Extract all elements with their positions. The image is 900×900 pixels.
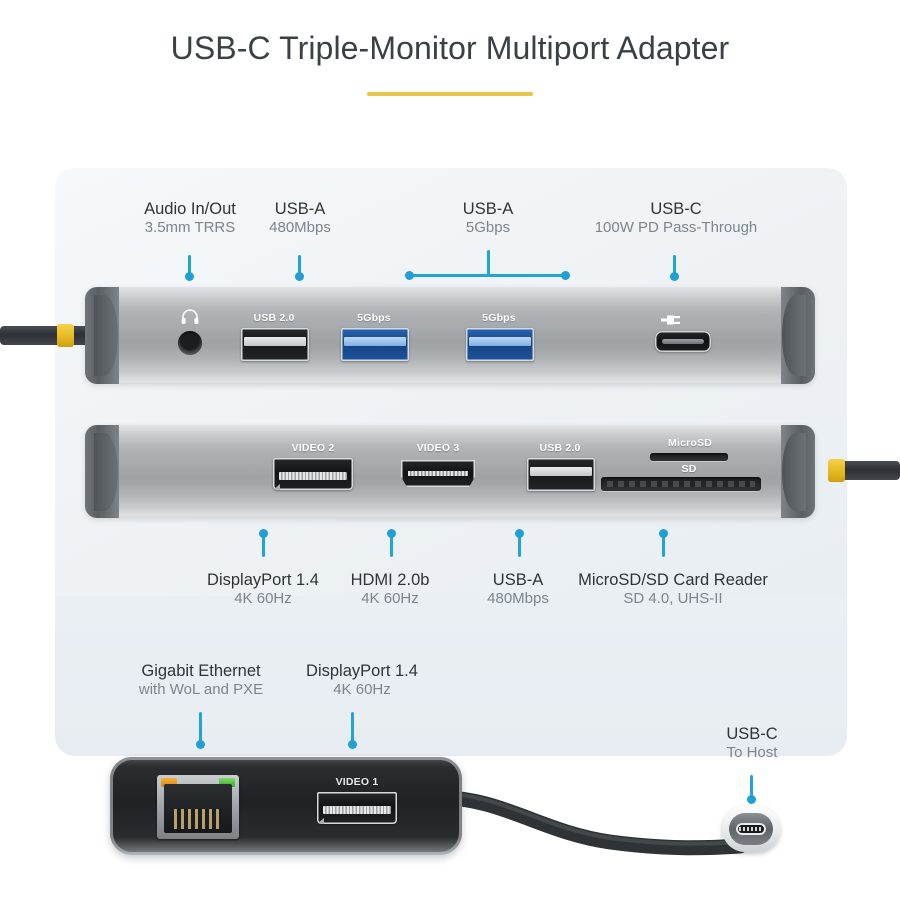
callout-usba-5gbps: USB-A 5Gbps [462, 200, 514, 237]
device-top-bar: USB 2.0 5Gbps 5Gbps [85, 287, 815, 384]
cable-left-top [0, 326, 96, 345]
displayport-video2-port[interactable] [273, 458, 353, 490]
callout-audio: Audio In/Out 3.5mm TRRS [144, 200, 236, 237]
leader-line-usbcpd [673, 255, 676, 279]
cable-ferrule-right-mid [828, 459, 845, 482]
leader-line-cardreader [662, 533, 665, 557]
leader-bracket-usba5g [409, 274, 567, 277]
device-mid-bar: VIDEO 2 VIDEO 3 USB 2.0 MicroSD SD [85, 425, 815, 518]
leader-line-ethernet [199, 712, 202, 744]
usbc-host-plug-contacts [736, 823, 766, 835]
host-cable [430, 790, 748, 856]
usb-a-5gbps-port-2[interactable] [466, 328, 534, 361]
rj45-ethernet-port[interactable] [157, 775, 239, 839]
usb-a-20-port-mid[interactable] [527, 458, 595, 491]
callout-usba-480-bottom: USB-A 480Mbps [487, 571, 549, 608]
usb-c-pd-port[interactable] [655, 331, 711, 352]
hdmi-video3-port[interactable] [401, 460, 475, 487]
port-label-sd: SD [681, 463, 697, 475]
port-label-video2: VIDEO 2 [291, 442, 335, 454]
leader-line-usbc-host [750, 775, 753, 801]
port-label-5gbps-1: 5Gbps [357, 312, 391, 324]
callout-card-reader: MicroSD/SD Card Reader SD 4.0, UHS-II [578, 571, 768, 608]
leader-dot-usba5g-right [561, 271, 570, 280]
leader-dot-usba5g-left [405, 271, 414, 280]
leader-line-usba480 [298, 255, 301, 279]
audio-jack-port[interactable] [178, 331, 202, 355]
leader-line-video1 [351, 712, 354, 744]
leader-line-audio [188, 255, 191, 279]
callout-usba-480: USB-A 480Mbps [269, 200, 331, 237]
usb-a-5gbps-port-1[interactable] [341, 328, 409, 361]
device-mid-endcap-left [85, 425, 119, 518]
leader-dot-dp14 [259, 529, 268, 538]
callout-gigabit-ethernet: Gigabit Ethernet with WoL and PXE [138, 662, 264, 699]
leader-dot-usbc-host [747, 795, 756, 804]
device-top-endcap-right [781, 287, 815, 384]
sd-slot-port[interactable] [601, 477, 761, 491]
ethernet-led-amber [161, 778, 177, 787]
ethernet-led-green [219, 778, 235, 787]
port-label-video3: VIDEO 3 [416, 442, 460, 454]
background-panel-lower [55, 596, 847, 756]
leader-line-dp14 [262, 533, 265, 557]
cable-right-mid [828, 461, 900, 480]
port-label-video1: VIDEO 1 [335, 776, 379, 788]
callout-usbc-pd: USB-C 100W PD Pass-Through [594, 200, 758, 237]
port-label-usb20-mid: USB 2.0 [539, 442, 581, 454]
usbc-host-plug[interactable] [722, 806, 780, 852]
device-top-endcap-left [85, 287, 119, 384]
callout-displayport14: DisplayPort 1.4 4K 60Hz [207, 571, 319, 608]
device-bottom-black: VIDEO 1 [110, 757, 462, 855]
callout-usbc-to-host: USB-C To Host [726, 725, 778, 762]
power-plug-icon [661, 315, 680, 325]
device-mid-endcap-right [781, 425, 815, 518]
leader-dot-usba480 [295, 272, 304, 281]
title-underline-rule [367, 92, 533, 96]
leader-dot-cardreader [659, 529, 668, 538]
callout-hdmi20b: HDMI 2.0b 4K 60Hz [350, 571, 430, 608]
page-title: USB-C Triple-Monitor Multiport Adapter [170, 30, 730, 66]
leader-line-usba5g [487, 250, 490, 276]
headset-icon [181, 309, 199, 324]
leader-dot-audio [185, 272, 194, 281]
leader-dot-video1 [348, 740, 357, 749]
callout-displayport14-video1: DisplayPort 1.4 4K 60Hz [306, 662, 418, 699]
usb-a-20-port[interactable] [241, 328, 309, 361]
leader-dot-hdmi [387, 529, 396, 538]
displayport-video1-port[interactable] [317, 792, 397, 824]
leader-dot-usbcpd [670, 272, 679, 281]
leader-dot-usba480-bottom [515, 529, 524, 538]
usbc-host-plug-shell [729, 813, 773, 845]
microsd-slot-port[interactable] [650, 453, 728, 461]
port-label-microsd: MicroSD [668, 437, 712, 449]
leader-line-usba480-bottom [518, 533, 521, 557]
leader-dot-ethernet [196, 740, 205, 749]
port-label-usb20-top: USB 2.0 [253, 312, 295, 324]
leader-line-hdmi [390, 533, 393, 557]
cable-ferrule-left-top [57, 324, 74, 347]
port-label-5gbps-2: 5Gbps [482, 312, 516, 324]
